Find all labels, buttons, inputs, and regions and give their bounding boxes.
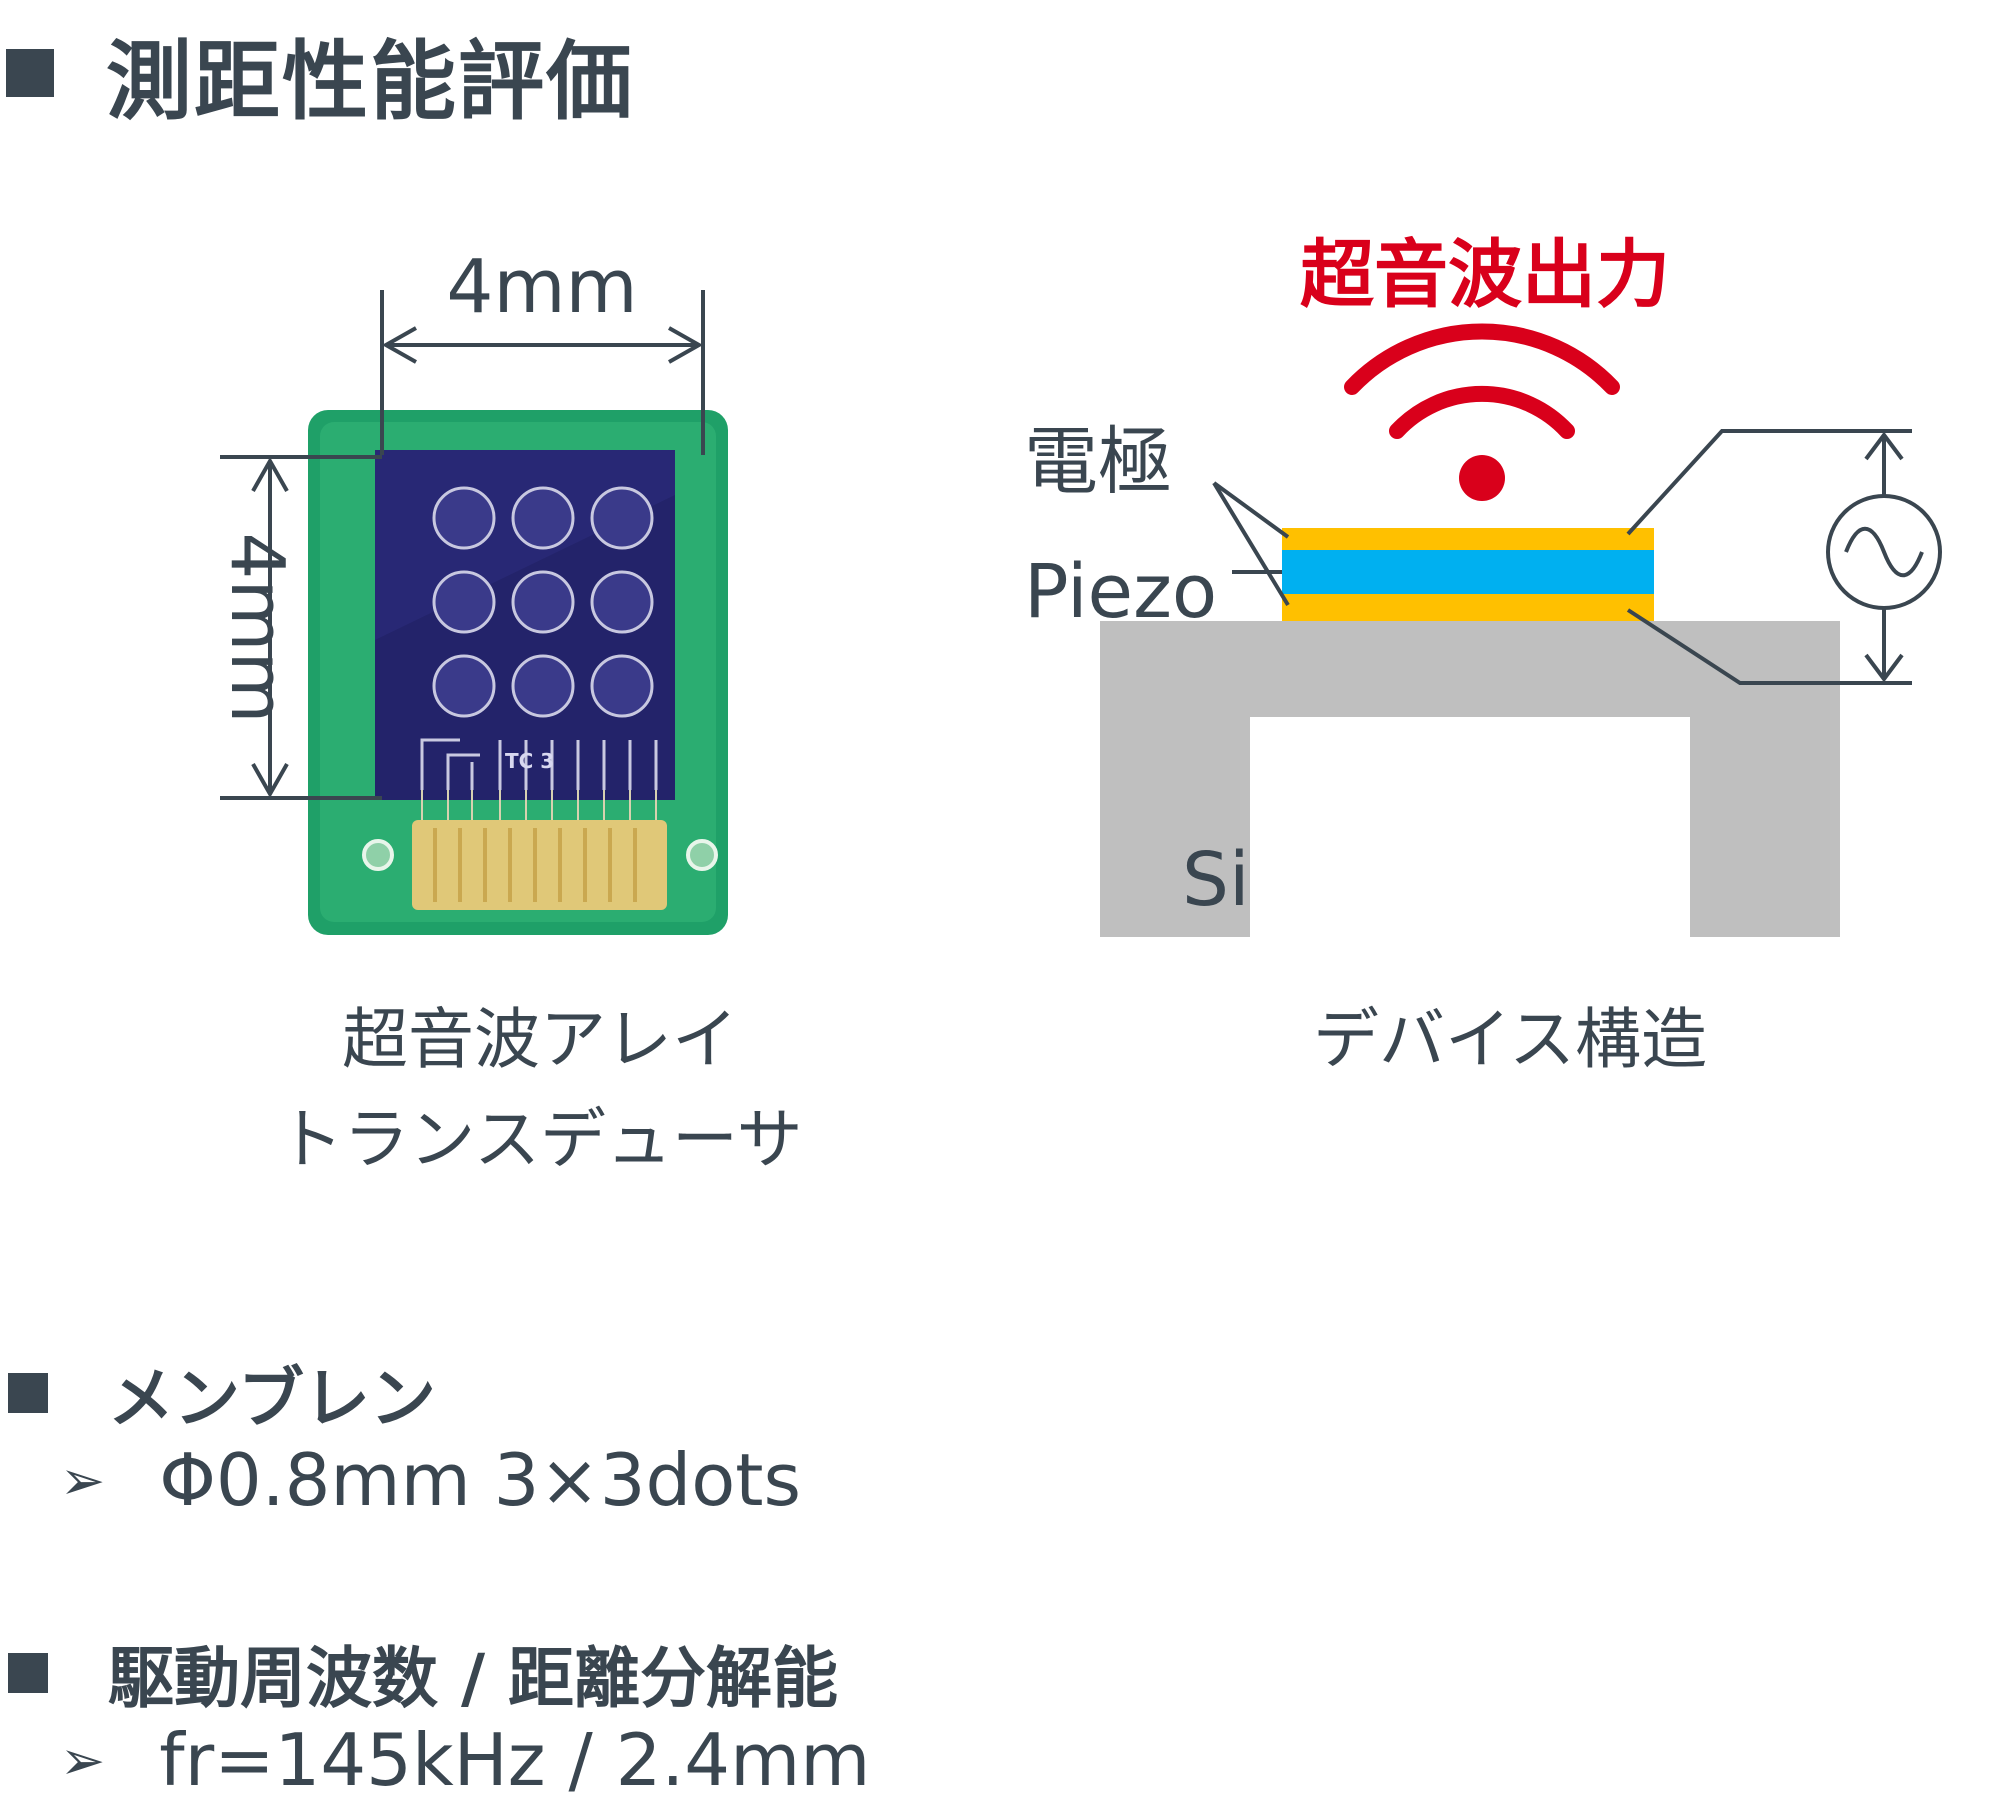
si-substrate [1100,621,1840,937]
ultrasonic-output-label: 超音波出力 [1300,232,1670,318]
si-label: Si [1182,837,1250,923]
section-membrane-item: ➢ Φ0.8mm 3×3dots [60,1438,801,1522]
membrane-dot [511,486,575,550]
photo-caption-line-2: トランスデューサ [277,1101,803,1178]
membrane-dot [511,654,575,718]
label-leader-lines [1212,481,1290,607]
photo-caption: 超音波アレイ トランスデューサ [240,990,840,1190]
section-membrane-heading: メンブレン [8,1345,436,1441]
width-dimension [380,290,705,455]
membrane-dot [590,486,654,550]
section-frequency-item: ➢ fr=145kHz / 2.4mm [60,1718,870,1802]
membrane-dot [432,570,496,634]
section-frequency-heading: 駆動周波数 / 距離分解能 [8,1625,838,1721]
membrane-dot [511,570,575,634]
transducer-photo-figure: TC 3 4mm 4mm [214,250,728,935]
chip-marking: TC 3 [505,749,554,773]
ultrasonic-wave-icon [1344,323,1620,439]
ac-source-icon [1826,494,1942,610]
electrode-label: 電極 [1024,419,1172,505]
section-heading-text: 駆動周波数 / 距離分解能 [108,1640,839,1717]
device-caption: デバイス構造 [1312,1001,1708,1078]
top-electrode-layer [1282,528,1654,550]
mounting-hole [686,839,718,871]
chip-traces [420,738,658,790]
piezo-label: Piezo [1024,549,1217,635]
bond-wires [421,790,657,825]
section-bullet-square [8,1653,48,1693]
piezo-layer [1282,550,1654,594]
device-structure-diagram: 超音波出力 Si 電極 Piezo [1024,232,1942,937]
membrane-dot [590,654,654,718]
arrow-bullet-icon: ➢ [60,1448,106,1512]
title-bullet-square [6,49,54,97]
page-title: 測距性能評価 [106,31,634,132]
width-label: 4mm [446,250,637,330]
membrane-dot [590,570,654,634]
drive-circuit-wires [1626,429,1912,685]
arrow-bullet-icon: ➢ [60,1728,106,1792]
section-heading-text: メンブレン [108,1360,437,1437]
membrane-dot [432,486,496,550]
bottom-electrode-layer [1282,594,1654,621]
gold-contact-pads [412,820,667,910]
height-label: 4mm [214,532,300,723]
mounting-hole [362,839,394,871]
photo-caption-line-1: 超音波アレイ [342,1001,738,1078]
wave-source-dot [1459,455,1505,501]
membrane-dot [432,654,496,718]
section-item-text: fr=145kHz / 2.4mm [159,1718,871,1802]
section-item-text: Φ0.8mm 3×3dots [159,1438,802,1522]
section-bullet-square [8,1373,48,1413]
height-dimension [220,455,382,800]
page-title-row: 測距性能評価 [6,18,634,132]
membrane-array [432,486,654,718]
